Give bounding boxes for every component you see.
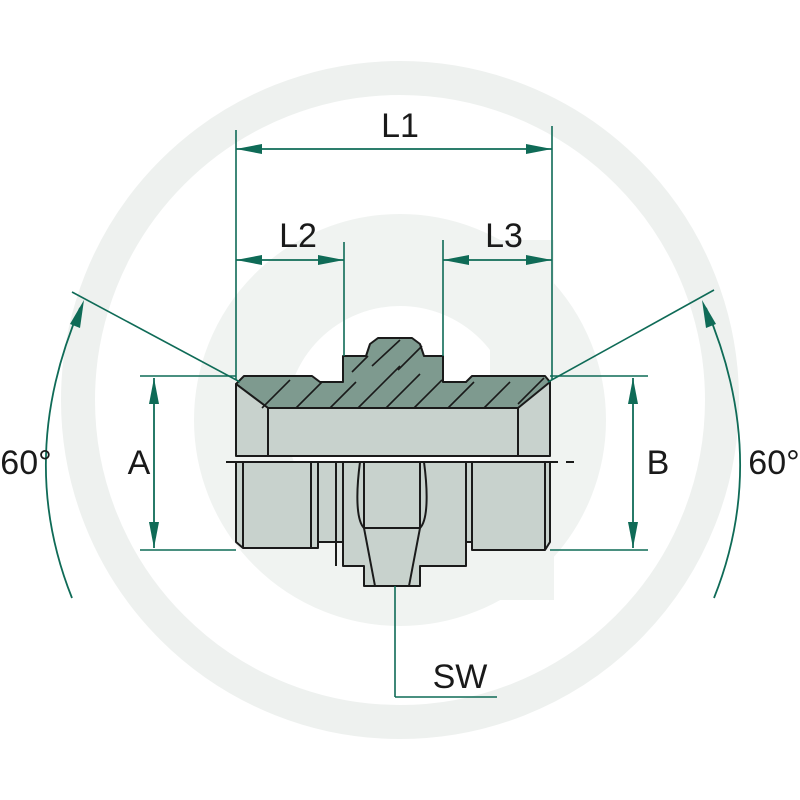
dimension-l1: [236, 144, 552, 154]
dimension-a: [149, 378, 159, 548]
label-sw: SW: [433, 658, 488, 696]
dimension-b: [628, 378, 638, 548]
section-hatching: [261, 339, 545, 409]
fitting-body: [235, 461, 551, 587]
extension-lines: [71, 126, 715, 698]
dimension-l2: [236, 255, 344, 265]
label-l1: L1: [381, 107, 419, 145]
angle-arc-right: [702, 300, 741, 599]
dimension-l3: [443, 255, 552, 265]
label-angle-right: 60°: [748, 444, 799, 482]
label-l3: L3: [485, 217, 523, 255]
fitting-section: [235, 337, 551, 457]
angle-arc-left: [45, 300, 84, 599]
label-a: A: [128, 444, 151, 482]
label-b: B: [647, 444, 670, 482]
label-angle-left: 60°: [0, 444, 51, 482]
label-l2: L2: [279, 217, 317, 255]
